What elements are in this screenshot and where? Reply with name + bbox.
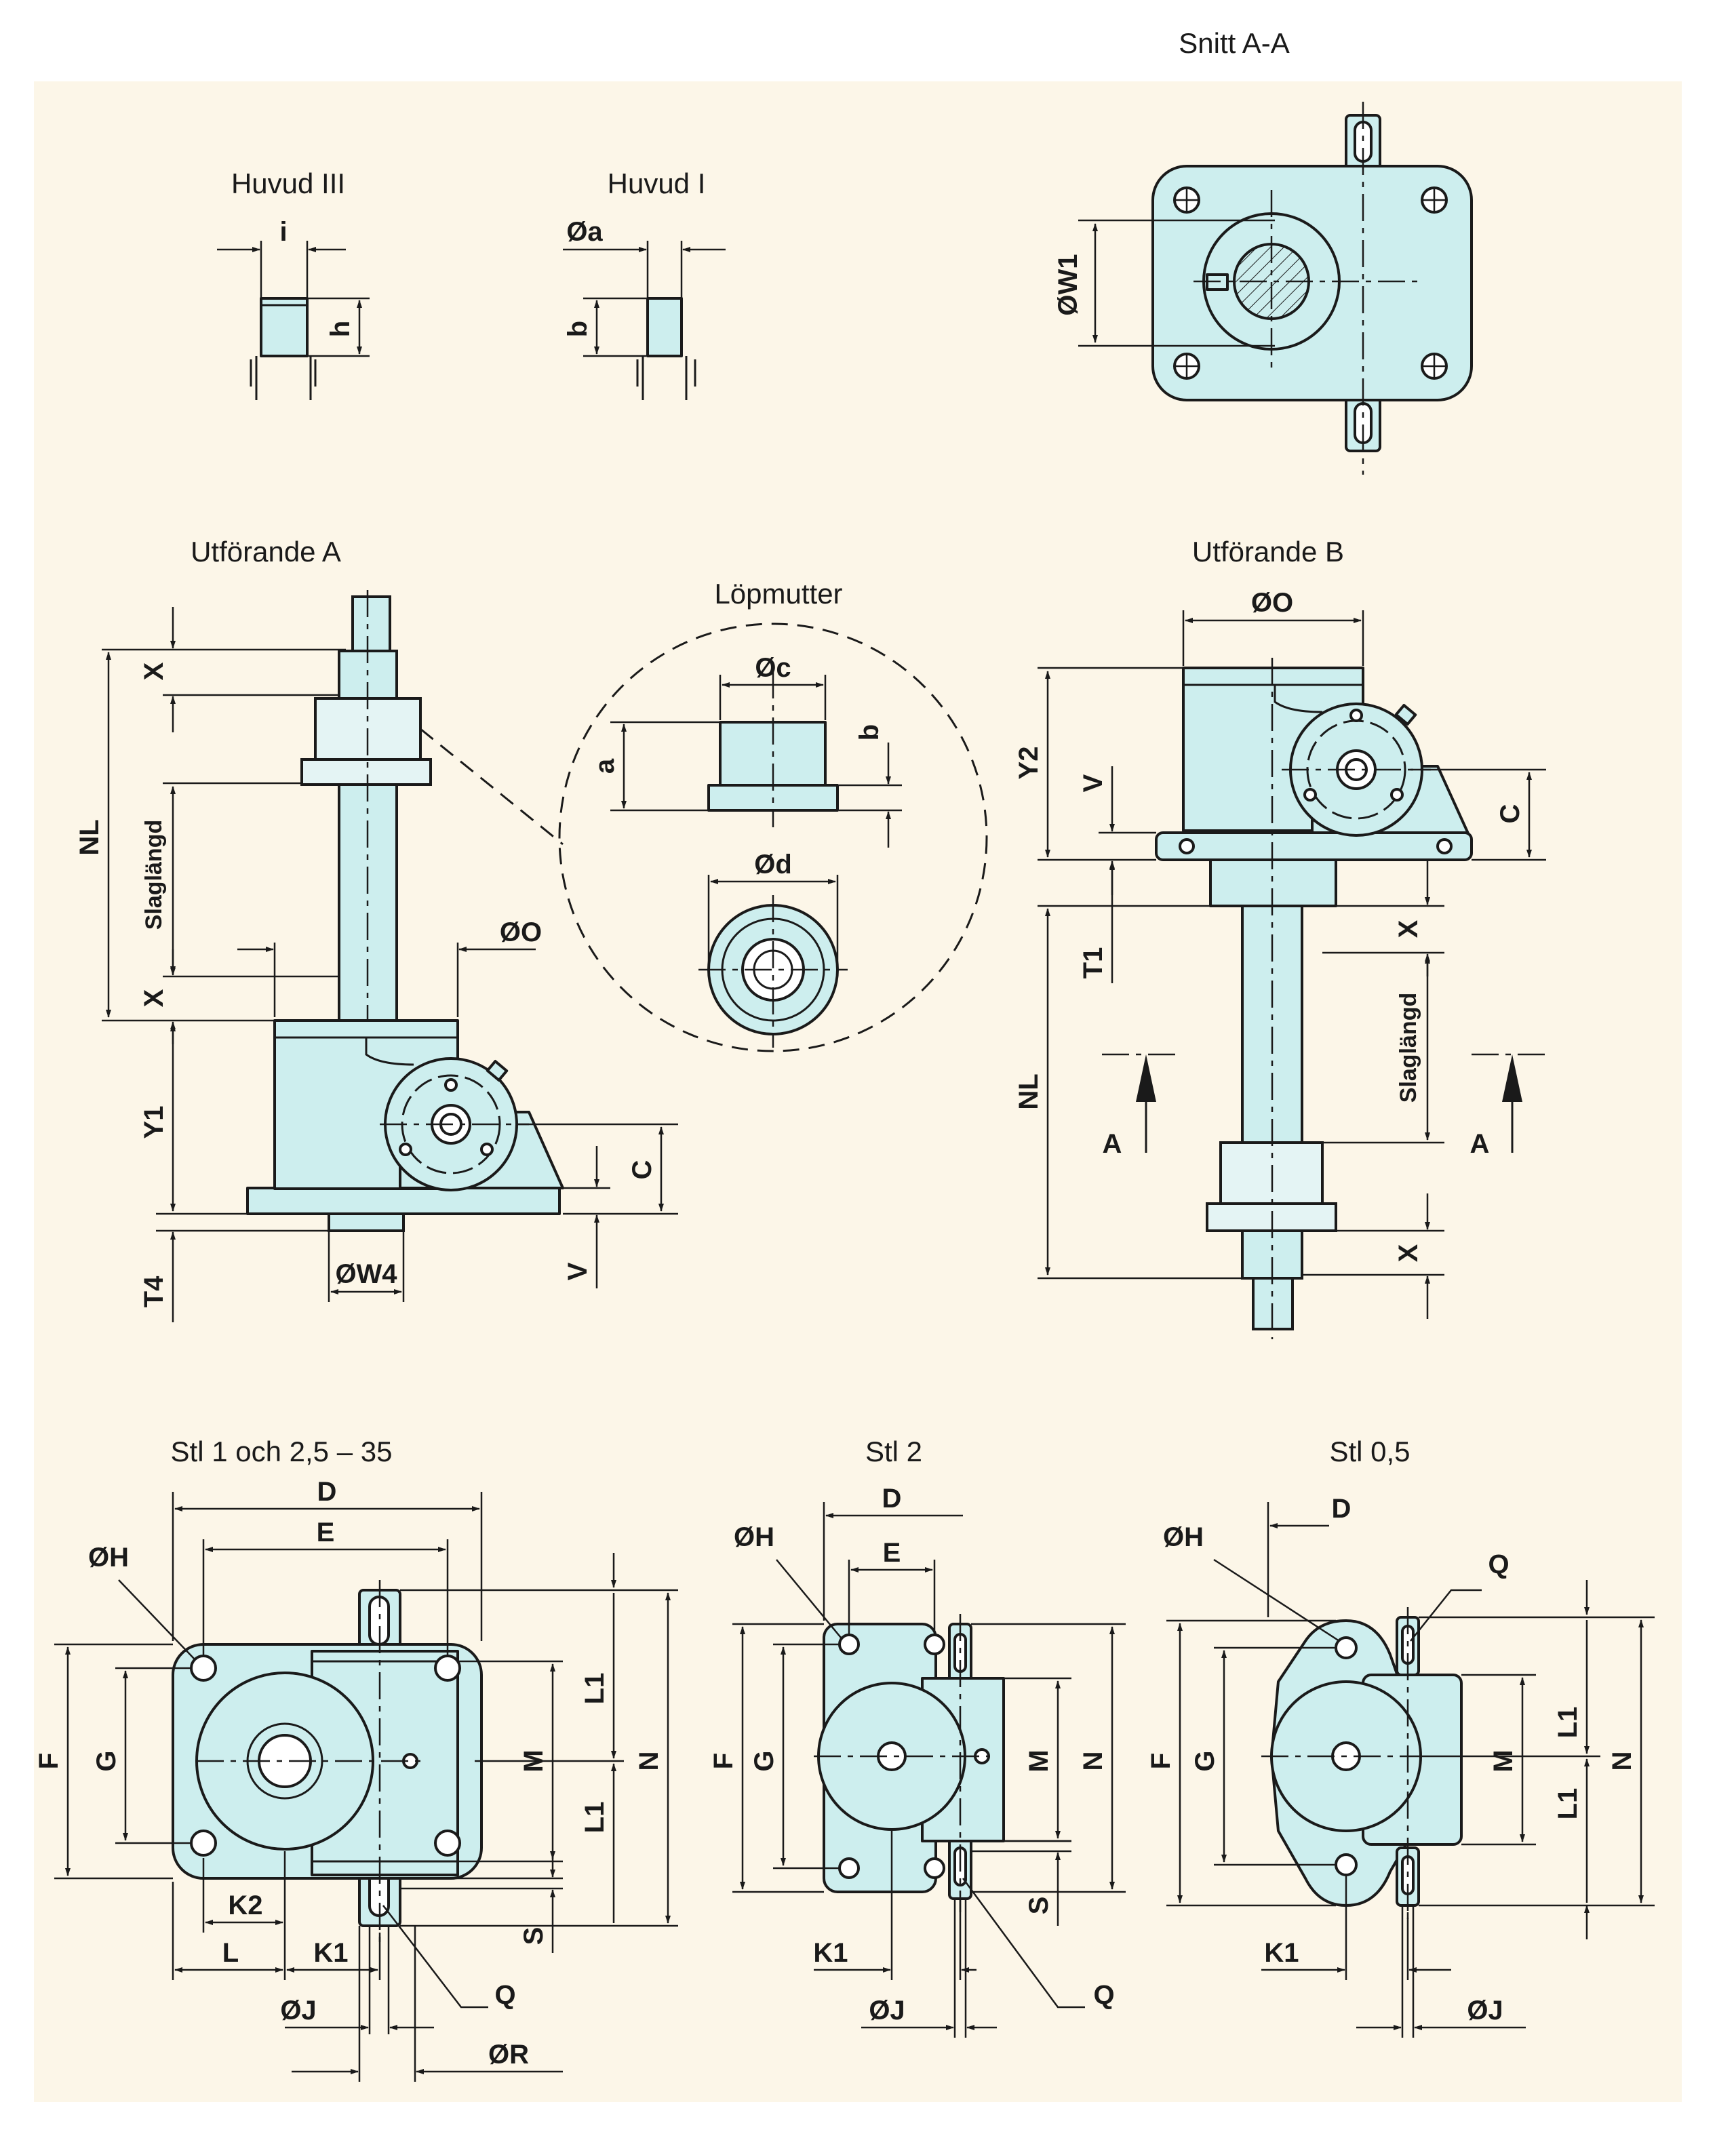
label-i: i [279,217,287,247]
label-nl-b: NL [1014,1073,1044,1109]
label-f-stl2: F [709,1753,738,1769]
title-snitt-a-a: Snitt A-A [1179,27,1289,59]
label-oo-b: ØO [1251,588,1293,618]
label-e-stl1: E [317,1518,335,1547]
section-a-a-view: Snitt A-A ØW1 [1053,27,1473,475]
label-oa: Øa [566,217,603,247]
label-n-stl1: N [634,1752,664,1771]
label-oh-stl1: ØH [88,1543,129,1573]
label-l: L [222,1938,239,1968]
label-g-stl05: G [1190,1750,1220,1771]
label-n-stl2: N [1078,1752,1108,1771]
label-oh-stl05: ØH [1163,1522,1204,1552]
label-h: h [326,321,355,337]
label-c-a: C [627,1160,657,1180]
label-g-stl1: G [92,1750,121,1771]
label-v-a: V [563,1262,593,1280]
label-g-stl2: G [749,1750,779,1771]
label-n-stl05: N [1607,1752,1637,1771]
label-k1-stl2: K1 [813,1938,848,1968]
label-x-a-bottom: X [139,989,169,1007]
head-i-view: Huvud I Øa b [563,167,726,400]
label-t4: T4 [139,1276,169,1307]
label-or: ØR [488,2040,529,2070]
label-y2: Y2 [1014,747,1044,780]
label-s-stl1: S [519,1927,549,1945]
label-oc: Øc [755,653,791,683]
title-lopmutter: Löpmutter [714,578,842,610]
label-l1-stl05-bottom: L1 [1553,1788,1583,1820]
size-1-and-2-5-35-view: Stl 1 och 2,5 – 35 D E ØH F [34,1436,678,2082]
label-ow4: ØW4 [335,1259,397,1289]
label-d-stl05: D [1332,1494,1352,1524]
label-l1-stl1-bottom: L1 [580,1802,610,1834]
section-marker-a-left: A [1103,1129,1122,1159]
label-slaglangd-b: Slaglängd [1396,993,1421,1103]
label-m-stl2: M [1024,1749,1054,1772]
label-d-stl2: D [882,1484,902,1514]
label-oh-stl2: ØH [734,1522,774,1552]
label-oj-stl05: ØJ [1467,1996,1503,2025]
label-e-stl2: E [883,1538,901,1568]
label-l1-stl05-top: L1 [1553,1707,1583,1739]
label-x-b-bottom: X [1394,1244,1423,1262]
title-stl-0-5: Stl 0,5 [1329,1436,1410,1467]
label-k2: K2 [228,1891,262,1920]
label-v-b: V [1078,774,1108,792]
label-ow1: ØW1 [1053,254,1083,315]
section-marker-a-right: A [1470,1129,1490,1159]
label-k1-stl1: K1 [313,1938,348,1968]
version-a-view: Utförande A X NL Slaglängd [75,536,678,1322]
title-utforande-a: Utförande A [191,536,341,568]
label-y1: Y1 [139,1106,169,1139]
label-x-b-top: X [1394,920,1423,938]
label-k1-stl05: K1 [1264,1938,1299,1968]
label-t1: T1 [1078,947,1108,979]
label-f-stl1: F [34,1753,64,1769]
label-f-stl05: F [1146,1753,1176,1769]
label-slaglangd-a: Slaglängd [141,820,167,930]
label-s-stl2: S [1024,1897,1054,1915]
label-l1-stl1-top: L1 [580,1673,610,1705]
bolt-holes [1173,186,1448,380]
label-od: Ød [754,850,792,879]
label-nl-a: NL [75,819,104,855]
label-x-a-top: X [139,662,169,680]
label-a: a [590,758,620,774]
running-nut-detail: Löpmutter Øc a b Ød [420,578,988,1052]
label-q-stl2: Q [1093,1980,1114,2010]
version-b-view: Utförande B ØO Y2 V [1014,536,1550,1339]
label-b-nut: b [854,724,884,740]
title-huvud-iii: Huvud III [231,167,345,199]
size-2-view: Stl 2 D E ØH F G M [709,1436,1126,2038]
label-q-stl05: Q [1488,1549,1509,1579]
title-stl-1: Stl 1 och 2,5 – 35 [171,1436,393,1467]
label-b-head: b [563,321,593,337]
title-stl-2: Stl 2 [865,1436,922,1467]
title-utforande-b: Utförande B [1192,536,1344,568]
label-oj-stl1: ØJ [280,1996,316,2025]
label-oj-stl2: ØJ [869,1996,905,2025]
label-q-stl1: Q [494,1980,515,2010]
size-0-5-view: Stl 0,5 D ØH F G M N L [1146,1436,1655,2038]
head-iii-view: Huvud III i h [217,167,370,400]
label-m-stl05: M [1488,1749,1518,1772]
title-huvud-i: Huvud I [608,167,706,199]
label-d-stl1: D [317,1477,337,1507]
label-c-b: C [1495,804,1525,824]
label-oo-a: ØO [500,917,542,947]
